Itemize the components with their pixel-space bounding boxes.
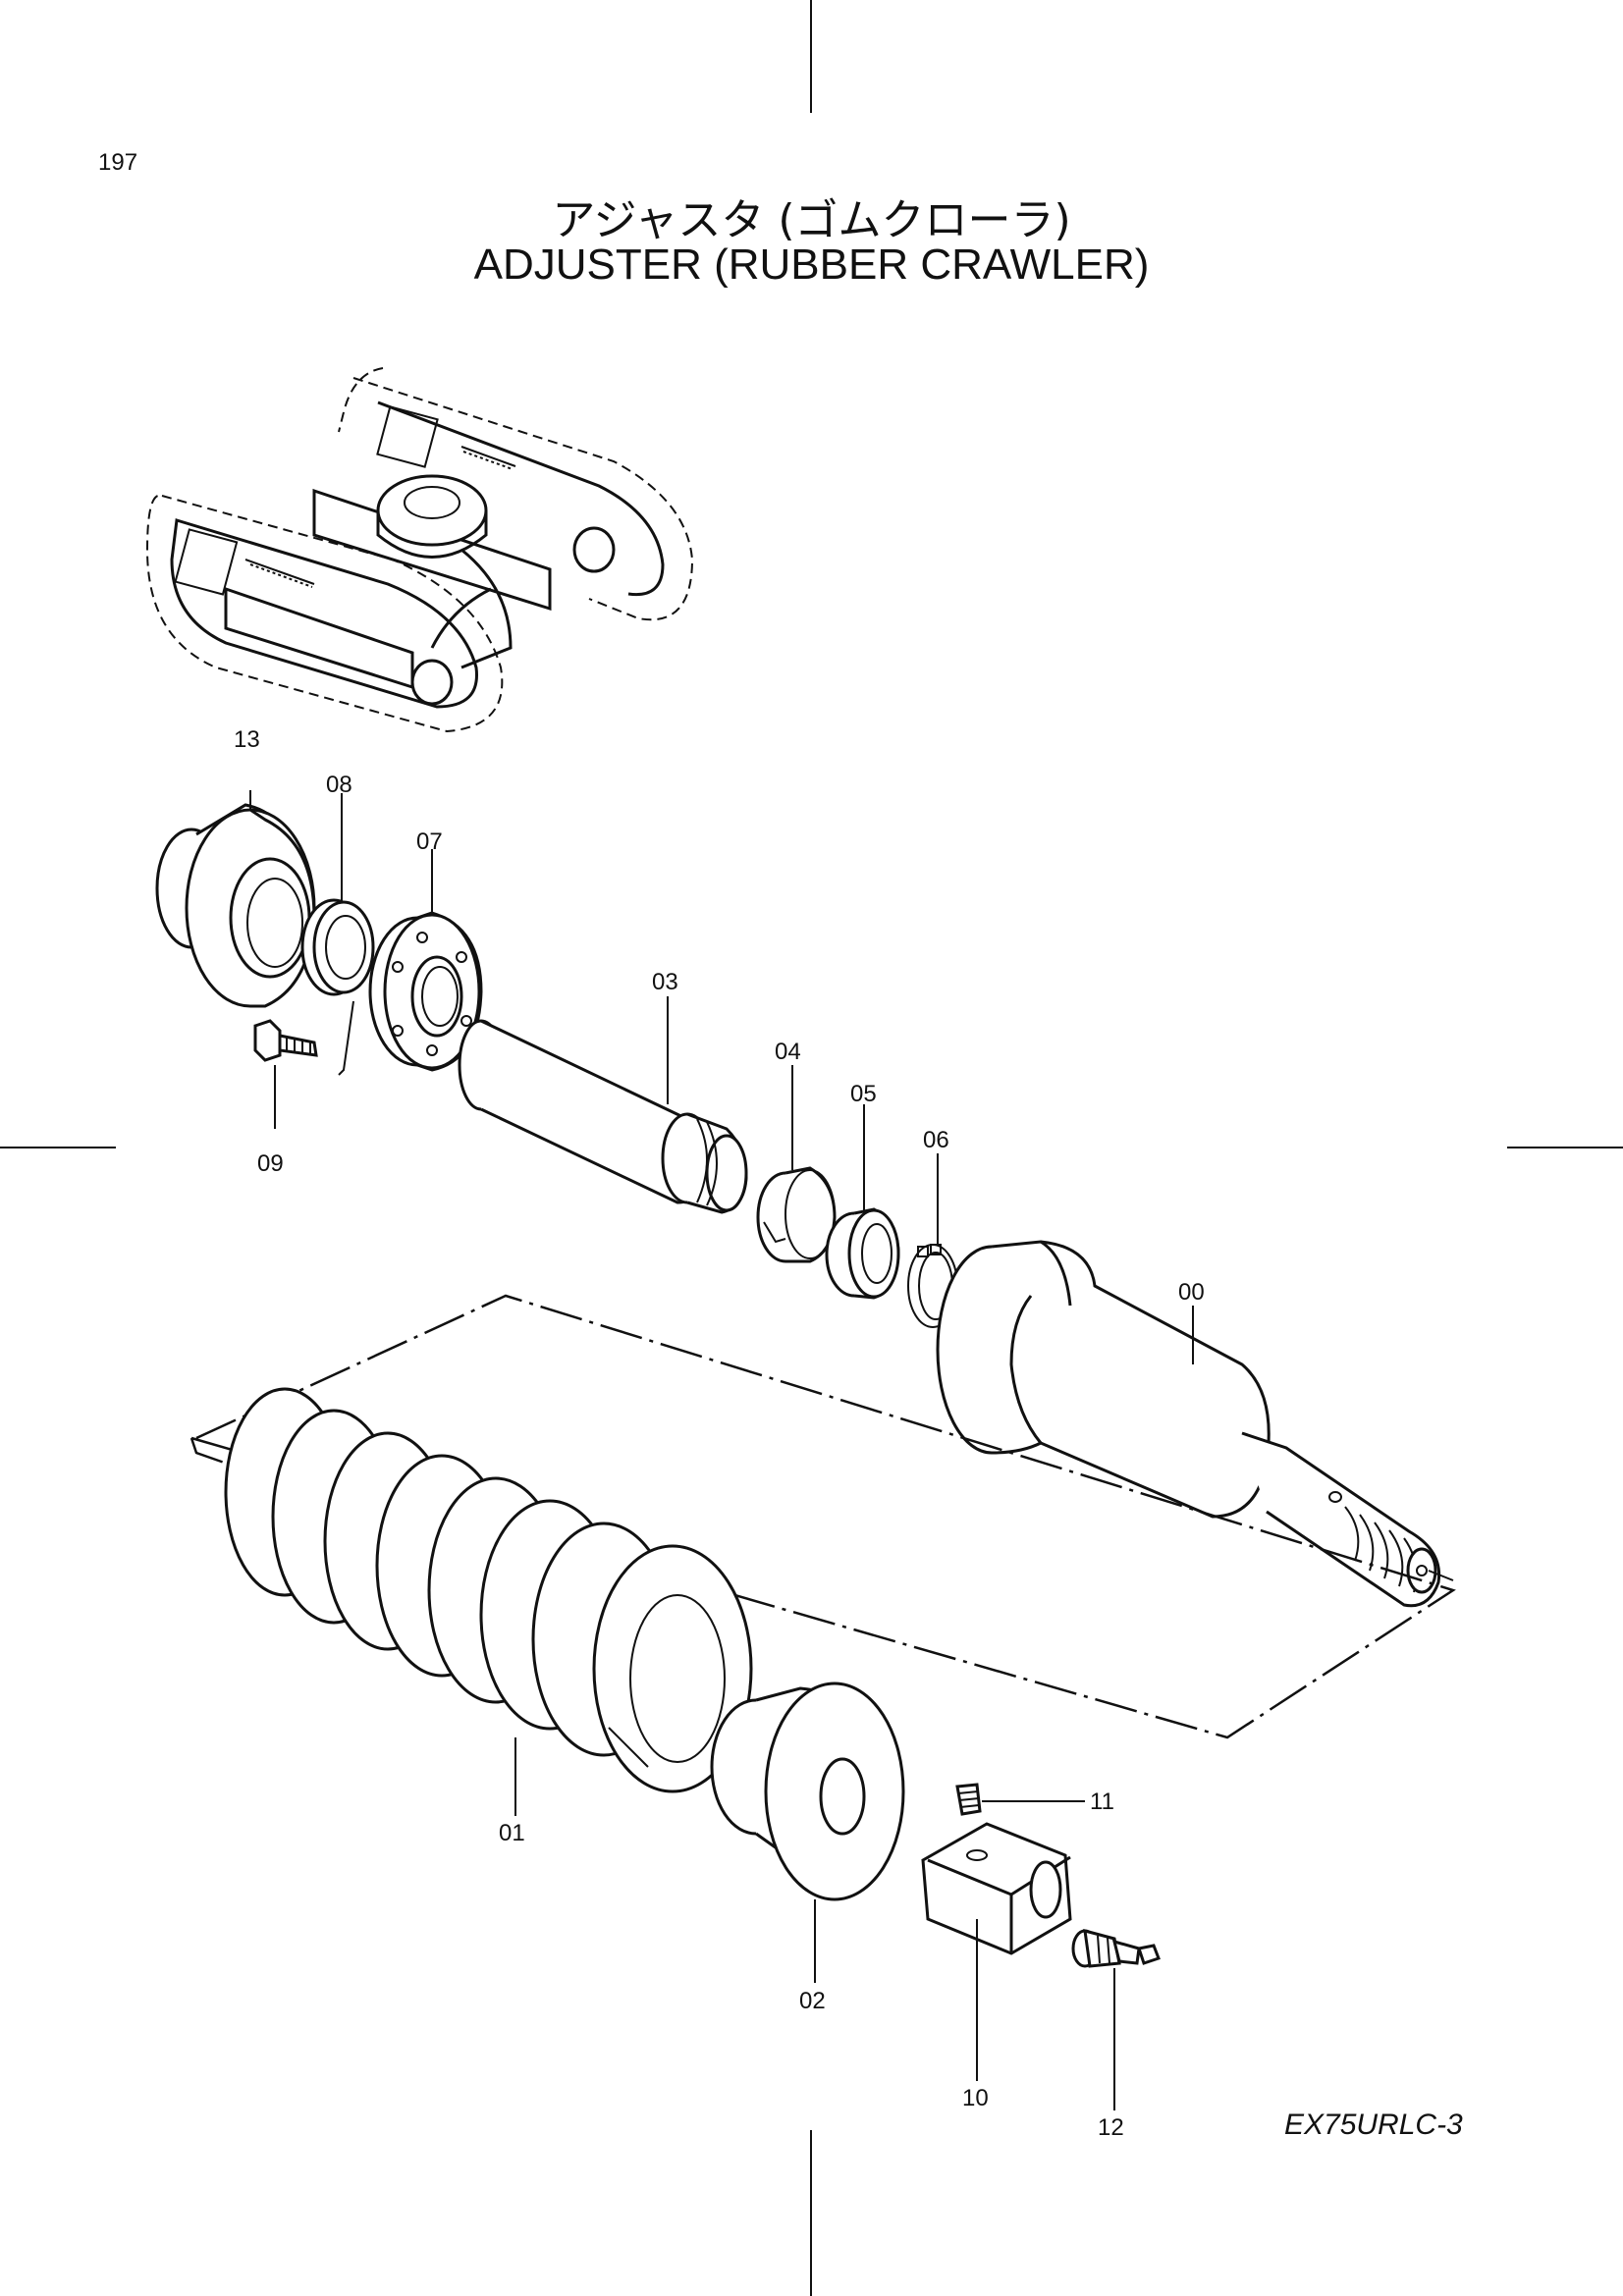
part-label-05: 05 <box>850 1081 877 1107</box>
page-title-japanese: アジャスタ (ゴムクローラ) <box>552 195 1071 245</box>
part-label-12: 12 <box>1098 2114 1124 2141</box>
page-number: 197 <box>98 149 138 176</box>
part-label-04: 04 <box>775 1039 801 1065</box>
part-03-shape <box>458 996 748 1214</box>
part-05-shape <box>825 1104 900 1300</box>
part-label-01: 01 <box>499 1820 525 1846</box>
part-label-09: 09 <box>257 1150 284 1177</box>
adjuster-cylinder-icon <box>936 1240 1454 1608</box>
part-label-07: 07 <box>416 828 443 855</box>
coil-spring-icon <box>224 1387 753 1816</box>
part-label-03: 03 <box>652 969 678 995</box>
part-label-00: 00 <box>1178 1279 1205 1306</box>
part-08-shape <box>300 793 375 996</box>
part-label-10: 10 <box>962 2085 989 2111</box>
part-13-shape <box>155 790 316 1008</box>
part-11-shape <box>955 1783 1085 1816</box>
model-code: EX75URLC-3 <box>1284 2109 1463 2141</box>
part-label-08: 08 <box>326 772 352 798</box>
undercarriage-frame-icon <box>145 367 694 733</box>
part-label-11: 11 <box>1090 1789 1114 1815</box>
grease-fitting-icon <box>1071 1928 1161 2110</box>
part-label-13: 13 <box>234 726 260 753</box>
part-07-shape <box>338 849 483 1076</box>
part-10-shape <box>921 1822 1072 2081</box>
page-title-english: ADJUSTER (RUBBER CRAWLER) <box>473 240 1150 289</box>
part-02-shape <box>710 1682 905 1983</box>
part-label-02: 02 <box>799 1988 826 2014</box>
part-04-shape <box>756 1065 837 1263</box>
part-label-06: 06 <box>923 1127 949 1153</box>
part-09-shape <box>253 1019 318 1129</box>
